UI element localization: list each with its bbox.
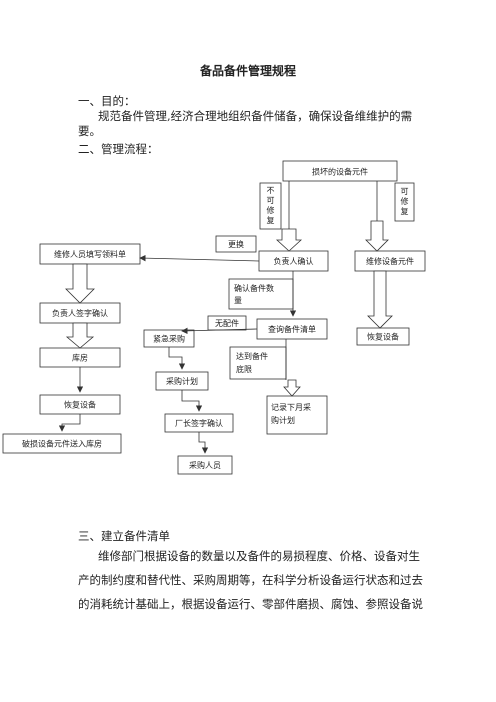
label-record-next-2: 购计划 xyxy=(271,415,295,425)
section-3-line-1: 维修部门根据设备的数量以及备件的易损程度、价格、设备对生 xyxy=(98,549,420,563)
box-replace xyxy=(215,235,257,253)
arrow-plan-to-sign xyxy=(181,390,203,412)
box-repairable xyxy=(394,182,415,222)
box-repair-parts xyxy=(354,250,426,272)
label-replace: 更换 xyxy=(228,239,244,249)
doc-title: 备品备件管理规程 xyxy=(199,64,296,78)
label-person-confirm: 负责人确认 xyxy=(274,256,314,266)
block-arrow-repair-to-restore xyxy=(367,270,393,329)
label-broken-to-store: 破损设备元件送入库房 xyxy=(22,439,102,449)
label-damaged: 损坏的设备元件 xyxy=(312,167,368,177)
label-urgent: 紧急采购 xyxy=(153,334,185,344)
label-repairable-2: 修 xyxy=(401,196,409,206)
arrow-sign-to-purchaser xyxy=(198,432,209,454)
box-broken-to-store xyxy=(2,433,122,454)
label-not-repairable-4: 复 xyxy=(267,215,275,225)
block-arrow-to-repair xyxy=(365,220,389,252)
label-restore-left: 恢复设备 xyxy=(64,400,96,410)
label-person-sign: 负责人签字确认 xyxy=(52,308,108,318)
box-purchaser xyxy=(177,455,233,475)
label-no-parts: 无配件 xyxy=(215,318,239,328)
label-repair-parts: 维修设备元件 xyxy=(366,256,414,266)
label-check-list: 查询备件清单 xyxy=(268,324,316,334)
section-1-heading: 一、目的： xyxy=(78,94,136,108)
label-reach-lower-1: 达到备件 xyxy=(236,351,268,361)
label-restore-right: 恢复设备 xyxy=(367,332,399,342)
label-not-repairable-3: 修 xyxy=(267,205,275,215)
label-factory-sign: 厂长签字确认 xyxy=(175,418,223,428)
section-3-line-3: 的消耗统计基础上，根据设备运行、零部件磨损、腐蚀、参照设备说 xyxy=(78,597,423,611)
label-not-repairable-2: 可 xyxy=(267,196,275,205)
arrow-list-to-urgent xyxy=(181,327,258,335)
arrow-urgent-to-plan xyxy=(168,347,186,370)
section-1-body-line-2: 要。 xyxy=(78,124,101,138)
box-record-next xyxy=(266,395,328,435)
section-3-heading: 三、建立备件清单 xyxy=(78,529,170,543)
section-1-body-line-1: 规范备件管理,经济合理地组织备件储备，确保设备维维护的需 xyxy=(98,109,413,123)
label-purchaser: 采购人员 xyxy=(189,460,221,470)
label-confirm-qty-2: 量 xyxy=(234,296,242,305)
block-arrow-sign-to-warehouse xyxy=(65,322,95,349)
box-not-repairable xyxy=(259,182,282,230)
arrow-confirm-to-form xyxy=(139,254,260,262)
block-arrow-form-to-sign xyxy=(65,263,95,304)
box-apply-form xyxy=(39,243,141,265)
label-repairable-3: 复 xyxy=(401,206,409,216)
label-not-repairable-1: 不 xyxy=(267,186,275,195)
label-reach-lower-2: 底限 xyxy=(236,364,252,374)
label-confirm-qty-1: 确认备件数 xyxy=(234,283,274,293)
block-arrow-to-record xyxy=(283,379,301,397)
label-record-next-1: 记录下月采 xyxy=(271,402,311,412)
label-warehouse: 库房 xyxy=(72,353,88,363)
label-apply-form: 维修人员填写领料单 xyxy=(54,249,126,259)
section-2-heading: 二、管理流程： xyxy=(78,142,159,156)
label-repairable-1: 可 xyxy=(401,187,409,196)
block-arrow-to-confirm xyxy=(275,228,303,252)
label-purchase-plan: 采购计划 xyxy=(166,376,198,386)
box-damaged xyxy=(282,160,398,182)
arrow-restore-to-broken xyxy=(58,414,81,432)
box-restore-right xyxy=(356,327,410,346)
section-3-line-2: 产的制约度和替代性、采购周期等，在科学分析设备运行状态和过去 xyxy=(78,573,423,587)
